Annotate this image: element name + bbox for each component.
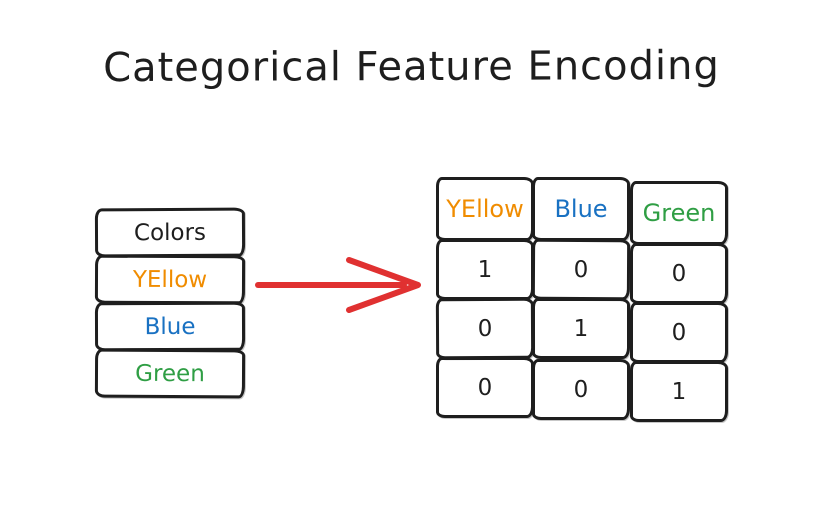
encoded-table-cell-r1c1: 1	[436, 239, 534, 300]
right-arrow-icon	[255, 257, 421, 313]
encoded-table-header-blue: Blue	[532, 177, 630, 241]
diagram-title: Categorical Feature Encoding	[103, 42, 720, 92]
encoded-table-cell-r2c3: 0	[630, 302, 728, 363]
source-table-cell-yellow: YEllow	[94, 254, 246, 305]
encoded-table-cell-r3c2: 0	[532, 359, 630, 420]
encoded-table-cell-r2c1: 0	[435, 297, 535, 360]
source-table-header-cell: Colors	[94, 207, 246, 258]
source-table-cell-blue: Blue	[94, 301, 246, 352]
encoded-table-header-green: Green	[630, 181, 728, 245]
encoded-table-cell-r3c3: 1	[630, 361, 728, 422]
encoded-table-cell-r1c3: 0	[630, 243, 728, 304]
encoded-table: YEllow Blue Green 1 0 0 0 1 0 0 0 1	[435, 177, 728, 422]
source-table: Colors YEllow Blue Green	[94, 207, 246, 399]
encoded-table-cell-r3c1: 0	[436, 357, 534, 418]
encoded-table-cell-r2c2: 1	[532, 298, 630, 359]
encoded-table-header-yellow: YEllow	[436, 177, 534, 241]
source-table-cell-green: Green	[94, 348, 246, 399]
encoded-table-cell-r1c2: 0	[531, 238, 631, 301]
